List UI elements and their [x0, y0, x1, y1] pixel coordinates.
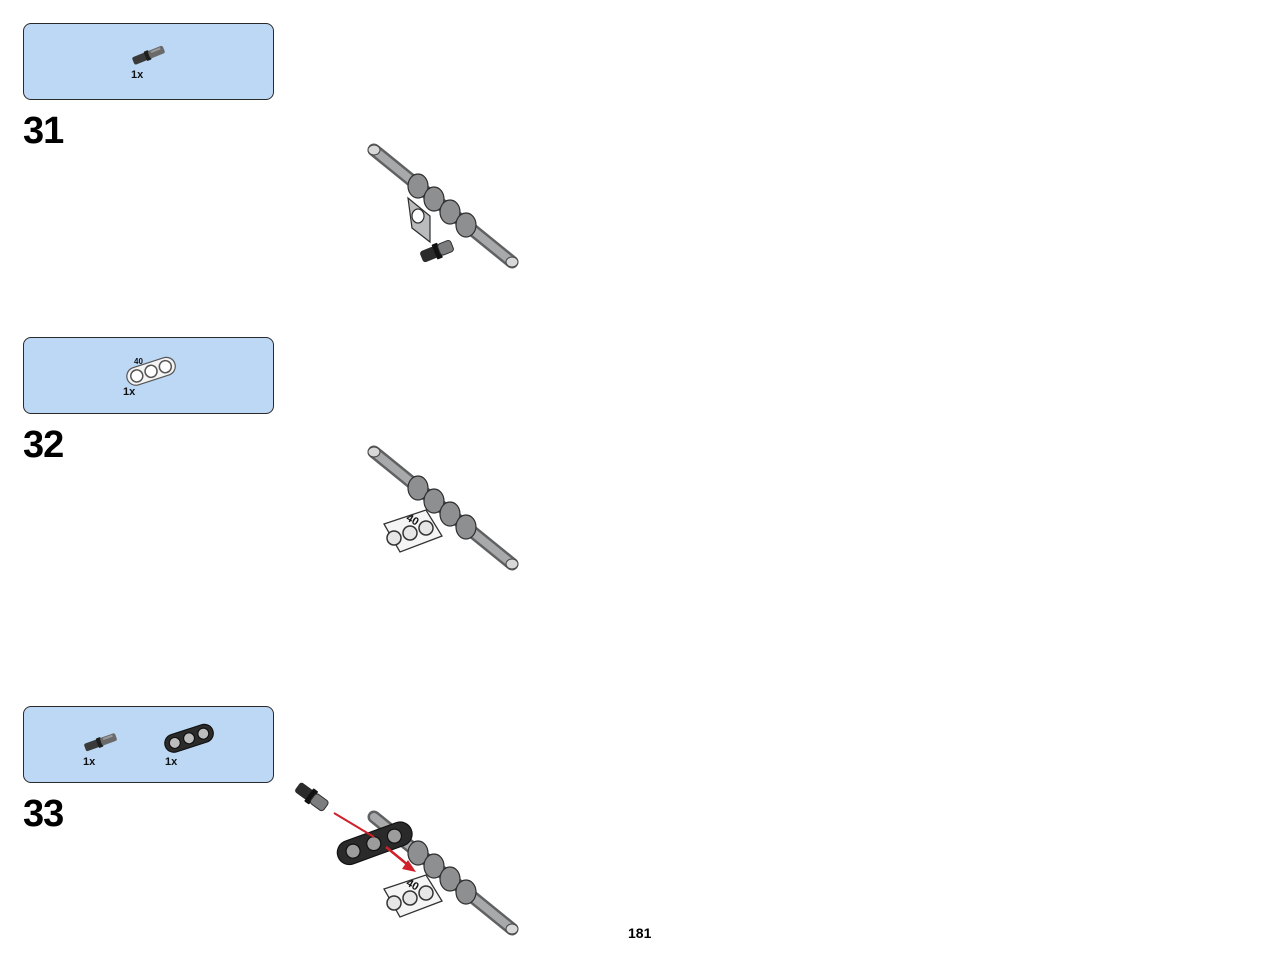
connector-pin-icon	[130, 44, 168, 66]
part-quantity: 1x	[131, 69, 144, 81]
parts-callout-step-33: 1x 1x	[23, 706, 274, 783]
parts-callout-step-31: 1x	[23, 23, 274, 100]
assembly-illustration-step-33: 40	[290, 775, 525, 945]
assembly-illustration-step-32: 40	[360, 440, 525, 580]
connector-pin-icon	[82, 731, 120, 753]
black-beam-3-icon	[160, 721, 220, 755]
page-number: 181	[628, 925, 652, 941]
part-quantity: 1x	[123, 386, 136, 398]
step-number: 32	[23, 424, 64, 466]
part-quantity: 1x	[165, 756, 178, 768]
step-number: 31	[23, 110, 64, 152]
parts-callout-step-32: 40 1x	[23, 337, 274, 414]
part-quantity: 1x	[83, 756, 96, 768]
white-beam-3-icon: 40	[122, 354, 182, 388]
assembly-illustration-step-31	[360, 138, 525, 278]
beam-print-label: 40	[404, 512, 421, 529]
beam-print-label: 40	[404, 877, 421, 894]
step-number: 33	[23, 793, 64, 835]
beam-print-label: 40	[134, 357, 143, 366]
